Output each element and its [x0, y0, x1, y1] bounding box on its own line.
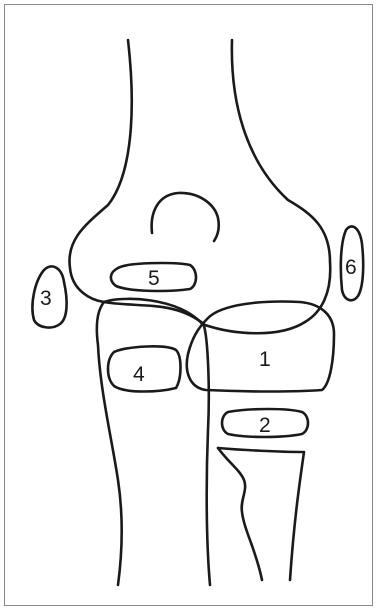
- label-4: 4: [133, 363, 145, 386]
- label-5: 5: [148, 267, 160, 290]
- label-1: 1: [259, 348, 271, 371]
- diagram-frame: [5, 5, 373, 606]
- label-2: 2: [259, 414, 271, 437]
- label-3: 3: [40, 287, 52, 310]
- label-6: 6: [345, 256, 357, 279]
